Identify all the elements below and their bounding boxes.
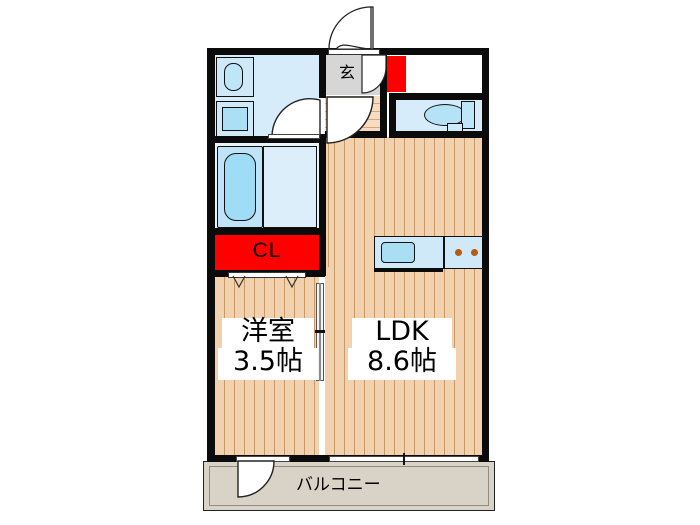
wall-corridor-left-lower (319, 134, 326, 276)
closet-label: CL (252, 239, 282, 262)
balcony-door-bedroom[interactable] (236, 460, 292, 501)
bathtub-inner (224, 153, 256, 221)
wall-toilet-top (389, 93, 489, 100)
entrance-label: 玄 (338, 63, 355, 82)
wall-toilet-bottom (389, 131, 489, 138)
kitchen-sink (381, 242, 415, 263)
wall-outer-top-left (207, 48, 387, 55)
wall-outer-top-right (386, 48, 489, 55)
kitchen-counter-divider (443, 236, 445, 269)
wall-bath-bottom (207, 228, 325, 235)
washing-machine-inner (222, 107, 248, 131)
balcony-window-ldk-divider (403, 453, 405, 465)
shoe-box (385, 56, 406, 92)
toilet-tank (461, 101, 475, 129)
wall-outer-right (482, 93, 489, 462)
closet-door-marks (232, 275, 299, 289)
ldk-door[interactable] (325, 96, 381, 147)
ldk-label-name: LDK (352, 317, 452, 348)
bedroom-label-size: 3.5帖 (218, 347, 318, 380)
bedroom-sliding-door-handle[interactable] (315, 330, 325, 333)
washroom-door-threshold (268, 134, 320, 139)
entrance-inner-door[interactable] (361, 54, 388, 95)
wall-entrance-hall-right (380, 96, 387, 138)
wall-washroom-right (319, 55, 326, 98)
balcony-label: バルコニー (296, 475, 381, 495)
bedroom-label-name: 洋室 (222, 317, 314, 348)
ldk-floor (325, 137, 489, 462)
bath-floor-pan (263, 146, 317, 228)
closet-area (215, 235, 319, 270)
wall-washroom-bottom (207, 136, 325, 143)
stove-burner-right (471, 249, 478, 256)
kitchen-counter-shadow (374, 268, 443, 272)
wall-outer-left (207, 48, 215, 462)
wall-toilet-left (389, 93, 396, 138)
front-door-threshold (328, 49, 380, 55)
stove-burner-left (455, 249, 462, 256)
washroom-door[interactable] (268, 97, 322, 138)
ldk-label-size: 8.6帖 (348, 347, 456, 380)
wall-entrance-hall-bottom (325, 131, 387, 138)
wall-outer-right-upper (482, 48, 489, 100)
vanity-sink-basin (224, 63, 243, 91)
front-door[interactable] (327, 5, 387, 53)
closet-door-panel (228, 272, 306, 278)
balcony-inner-outline (209, 466, 489, 506)
